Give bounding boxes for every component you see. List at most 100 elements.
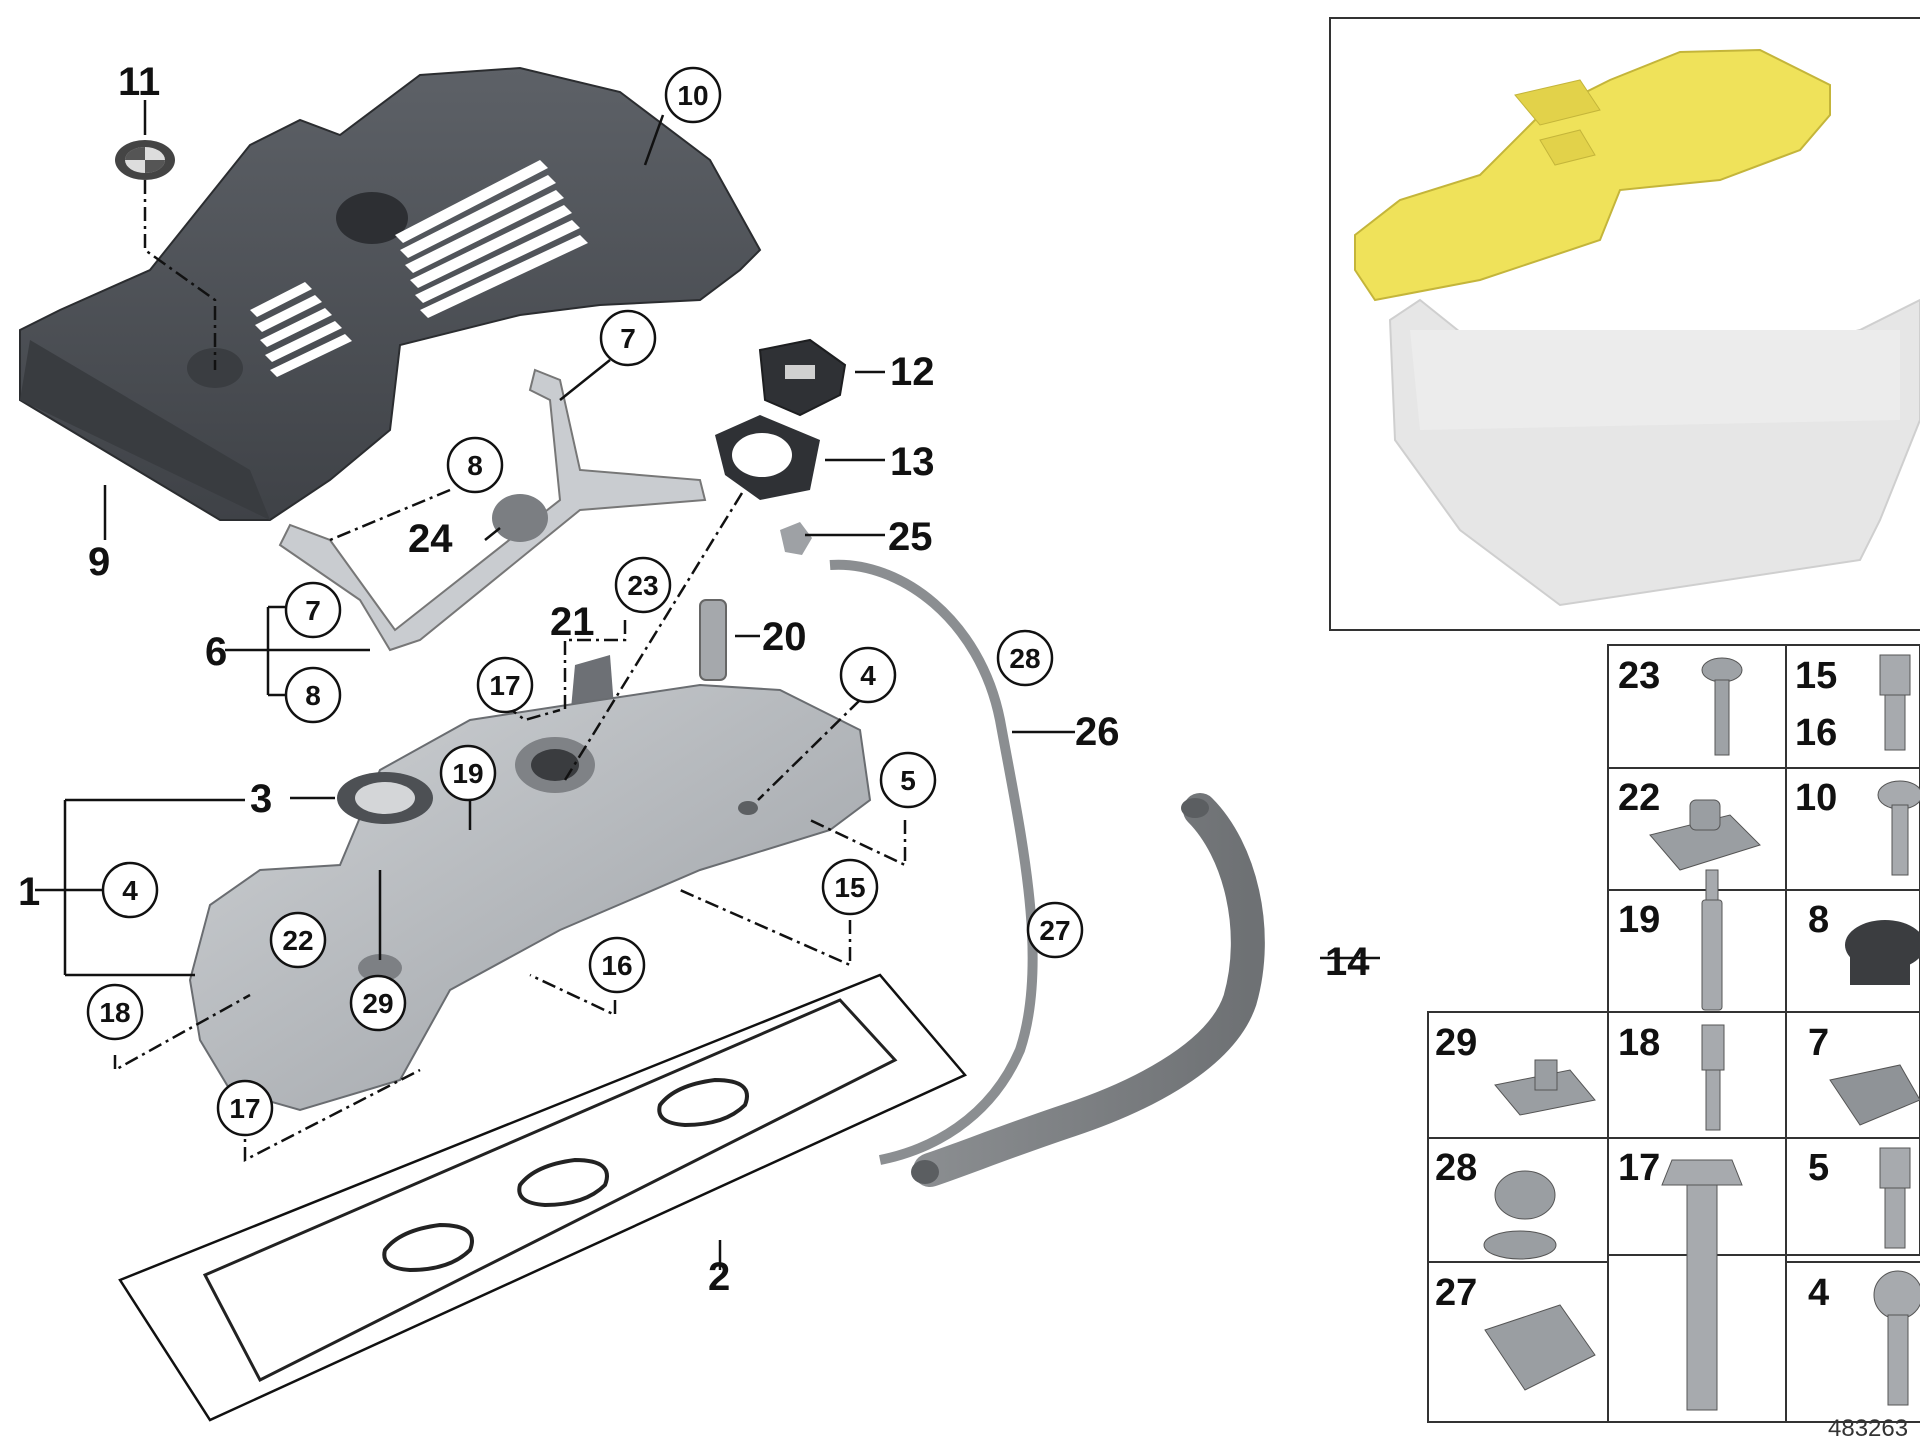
legend-label-16: 16 [1795, 712, 1837, 754]
legend-label-29: 29 [1435, 1022, 1477, 1064]
cover-gasket [278, 368, 707, 652]
svg-text:8: 8 [467, 450, 483, 481]
cover-ribs-right [395, 160, 588, 318]
vent-hose [829, 559, 1038, 1165]
callout-11: 11 [118, 60, 160, 104]
callout-9: 9 [88, 540, 110, 584]
callout-3: 3 [250, 777, 272, 821]
engine-cover [19, 66, 762, 521]
legend-label-19: 19 [1618, 899, 1660, 941]
circled-28: 28 [996, 629, 1054, 687]
grommet-8-icon [1845, 920, 1920, 985]
bolt-10-icon [1877, 780, 1920, 876]
oil-filler-cap [758, 338, 847, 417]
callout-14: 14 [1325, 940, 1370, 984]
svg-text:15: 15 [834, 872, 865, 903]
diagram-reference-number: 483263 [1828, 1415, 1908, 1440]
spark-plug-seal [337, 772, 433, 824]
circled-23: 23 [614, 556, 672, 614]
legend-label-28: 28 [1435, 1147, 1477, 1189]
circled-18: 18 [86, 983, 144, 1041]
valve-cover [188, 683, 872, 1112]
circled-10: 10 [664, 66, 722, 124]
svg-text:4: 4 [122, 875, 138, 906]
callout-20: 20 [762, 615, 807, 659]
circled-17: 17 [476, 656, 534, 714]
callout-26: 26 [1075, 710, 1120, 754]
circled-8: 8 [446, 436, 504, 494]
circled-27: 27 [1026, 901, 1084, 959]
legend-label-22: 22 [1618, 777, 1660, 819]
circled-7-lower: 7 [284, 581, 342, 639]
hardware-legend: 23 15 16 22 10 19 8 29 18 7 28 17 5 27 4 [1427, 644, 1920, 1423]
svg-text:10: 10 [677, 80, 708, 111]
svg-text:23: 23 [627, 570, 658, 601]
svg-text:16: 16 [601, 950, 632, 981]
svg-text:4: 4 [860, 660, 876, 691]
svg-text:17: 17 [229, 1093, 260, 1124]
ball-stud-4-icon [1873, 1270, 1920, 1406]
callout-2: 2 [708, 1255, 730, 1299]
legend-label-17: 17 [1618, 1147, 1660, 1189]
legend-label-5: 5 [1808, 1147, 1829, 1189]
circled-7: 7 [599, 309, 657, 367]
svg-text:7: 7 [620, 323, 636, 354]
bolt-15-icon [1879, 654, 1911, 751]
svg-text:22: 22 [282, 925, 313, 956]
circled-4-left: 4 [101, 861, 159, 919]
svg-text:17: 17 [489, 670, 520, 701]
bolt-5-icon [1879, 1147, 1911, 1249]
svg-text:8: 8 [305, 680, 321, 711]
callout-1: 1 [18, 870, 40, 914]
legend-label-18: 18 [1618, 1022, 1660, 1064]
engine-overview-inset [1329, 17, 1920, 631]
circled-callouts: 10 7 8 7 8 23 17 28 4 19 5 4 15 22 27 16… [86, 66, 1084, 1137]
circled-19: 19 [439, 744, 497, 802]
oil-cap-seal [715, 415, 820, 500]
bolt-17-icon [1661, 1159, 1743, 1411]
circled-8-lower: 8 [284, 666, 342, 724]
stud-18-icon [1701, 1024, 1725, 1131]
callout-24: 24 [408, 517, 453, 561]
circled-22: 22 [269, 911, 327, 969]
clip-nut-29-icon [1494, 1059, 1596, 1116]
callouts: 1 2 3 6 9 11 12 13 14 20 21 24 25 26 [18, 60, 1370, 1299]
stud-19-icon [1701, 869, 1723, 1011]
speed-nut-22-icon [1649, 799, 1761, 871]
legend-label-23: 23 [1618, 655, 1660, 697]
blind-plug [492, 494, 548, 542]
svg-text:18: 18 [99, 997, 130, 1028]
svg-text:7: 7 [305, 595, 321, 626]
callout-21: 21 [550, 600, 595, 644]
legend-label-15: 15 [1795, 655, 1837, 697]
legend-label-8: 8 [1808, 899, 1829, 941]
circled-15: 15 [821, 858, 879, 916]
cover-ribs-left [250, 282, 352, 377]
legend-label-27: 27 [1435, 1272, 1477, 1314]
svg-text:28: 28 [1009, 643, 1040, 674]
gasket-set-frame [118, 973, 968, 1422]
callout-6: 6 [205, 630, 227, 674]
clip-28-icon [1483, 1170, 1557, 1260]
circled-16: 16 [588, 936, 646, 994]
svg-text:19: 19 [452, 758, 483, 789]
legend-label-4: 4 [1808, 1272, 1829, 1314]
circled-29: 29 [349, 974, 407, 1032]
circled-5: 5 [879, 751, 937, 809]
svg-text:29: 29 [362, 988, 393, 1019]
svg-text:5: 5 [900, 765, 916, 796]
check-valve [780, 522, 812, 555]
callout-12: 12 [890, 350, 935, 394]
callout-25: 25 [888, 515, 933, 559]
leader-lines [35, 100, 1380, 1270]
breather-pipe [911, 793, 1265, 1187]
emblem [115, 140, 175, 180]
clip-7-icon [1829, 1064, 1920, 1126]
circled-4: 4 [839, 646, 897, 704]
callout-13: 13 [890, 440, 935, 484]
clip-27-icon [1484, 1304, 1596, 1391]
svg-text:27: 27 [1039, 915, 1070, 946]
circled-17-lower: 17 [216, 1079, 274, 1137]
screw-23-icon [1701, 657, 1743, 756]
